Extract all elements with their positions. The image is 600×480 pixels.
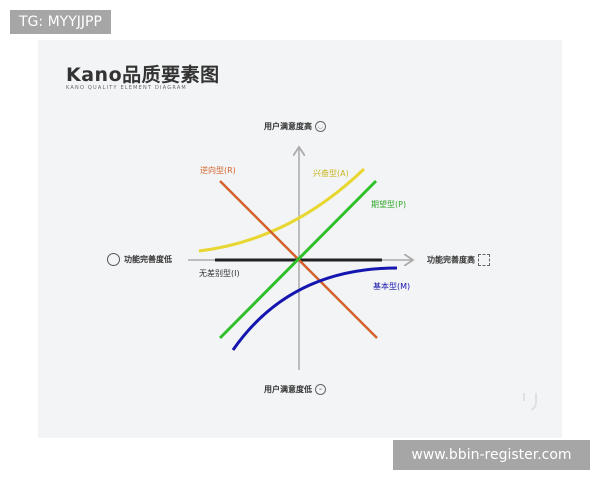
diagram-card	[38, 40, 562, 438]
curve-performance	[218, 179, 378, 340]
label-reverse: 逆向型(R)	[200, 166, 236, 175]
smile-icon: ◡	[315, 121, 326, 132]
watermark-bottom: www.bbin-register.com	[393, 440, 590, 470]
label-indifferent: 无差别型(I)	[199, 269, 240, 278]
label-attractive: 兴奋型(A)	[313, 169, 349, 178]
watermark-top: TG: MYYJJPP	[10, 10, 111, 34]
curve-must-be	[231, 266, 398, 351]
page-title: Kano品质要素图	[66, 64, 220, 86]
y-axis-bottom-label: 用户满意度低–	[264, 384, 326, 395]
x-axis-right-label: 功能完善度高	[427, 254, 490, 266]
label-must-be: 基本型(M)	[373, 282, 411, 291]
empty-circle-icon	[107, 253, 120, 266]
page-subtitle: KANO QUALITY ELEMENT DIAGRAM	[66, 85, 187, 91]
x-left-text: 功能完善度低	[124, 255, 172, 264]
y-bottom-text: 用户满意度低	[264, 385, 312, 394]
x-right-text: 功能完善度高	[427, 255, 475, 265]
curve-attractive	[198, 167, 366, 253]
y-top-text: 用户满意度高	[264, 122, 312, 131]
logo-mark	[523, 393, 537, 411]
y-axis-top-label: 用户满意度高◡	[264, 121, 326, 132]
x-axis-left-label: 功能完善度低	[107, 253, 172, 266]
full-frame-icon	[478, 254, 490, 266]
sad-icon: –	[315, 384, 326, 395]
label-performance: 期望型(P)	[371, 200, 407, 209]
